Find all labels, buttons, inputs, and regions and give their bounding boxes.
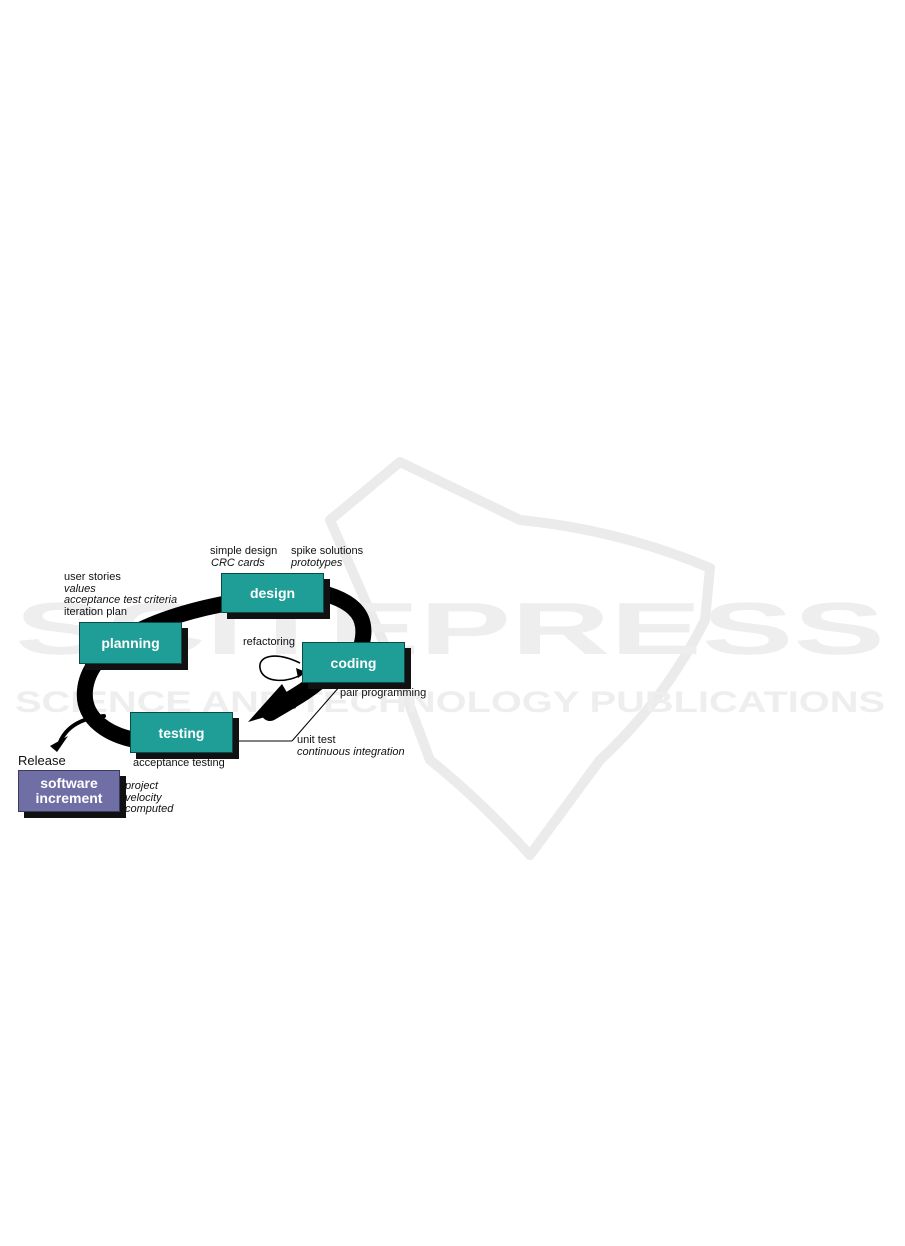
testing-box[interactable]: testing <box>130 712 233 753</box>
design-notes-left: simple design CRC cards <box>210 545 278 569</box>
note-prototypes: prototypes <box>291 556 343 569</box>
note-refactoring: refactoring <box>243 636 295 648</box>
note-velocity: velocity <box>125 791 162 804</box>
note-continuous-integration: continuous integration <box>297 745 405 758</box>
note-crc-cards: CRC cards <box>211 556 265 569</box>
pair-programming-leader <box>291 685 341 742</box>
note-values: values <box>64 582 96 595</box>
coding-label: coding <box>330 654 377 671</box>
note-iteration-plan: iteration plan <box>64 605 127 618</box>
note-unit-test: unit test <box>297 734 336 746</box>
planning-box[interactable]: planning <box>79 622 182 664</box>
planning-notes: user stories values acceptance test crit… <box>64 571 178 618</box>
increment-label-line2: increment <box>35 790 103 806</box>
watermark-emblem <box>325 457 715 860</box>
velocity-notes: project velocity computed <box>125 780 174 816</box>
refactoring-loop <box>259 655 305 682</box>
note-project: project <box>125 780 159 792</box>
release-arrowhead-icon <box>50 736 68 752</box>
design-label: design <box>249 585 296 601</box>
software-increment-box[interactable]: software increment <box>18 770 120 812</box>
design-notes-right: spike solutions prototypes <box>291 545 364 569</box>
unit-test-notes: unit test continuous integration <box>297 734 405 758</box>
note-acceptance-criteria: acceptance test criteria <box>64 594 178 606</box>
increment-label-line1: software <box>40 775 98 791</box>
refactoring-arrowhead-icon <box>296 668 306 678</box>
note-acceptance-testing: acceptance testing <box>133 757 225 769</box>
testing-label: testing <box>158 724 205 741</box>
release-arrow <box>58 714 106 744</box>
planning-label: planning <box>101 635 160 651</box>
coding-box[interactable]: coding <box>302 642 405 683</box>
note-simple-design: simple design <box>210 545 278 557</box>
release-label: Release <box>18 753 66 768</box>
note-computed: computed <box>125 803 174 815</box>
note-pair-programming: pair programming <box>340 687 427 699</box>
design-box[interactable]: design <box>221 573 324 613</box>
note-spike-solutions: spike solutions <box>291 545 364 557</box>
cycle-arrow-top <box>302 582 372 658</box>
return-arrowhead-icon <box>248 684 296 722</box>
note-user-stories: user stories <box>64 571 121 583</box>
cycle-arrow <box>76 590 268 748</box>
